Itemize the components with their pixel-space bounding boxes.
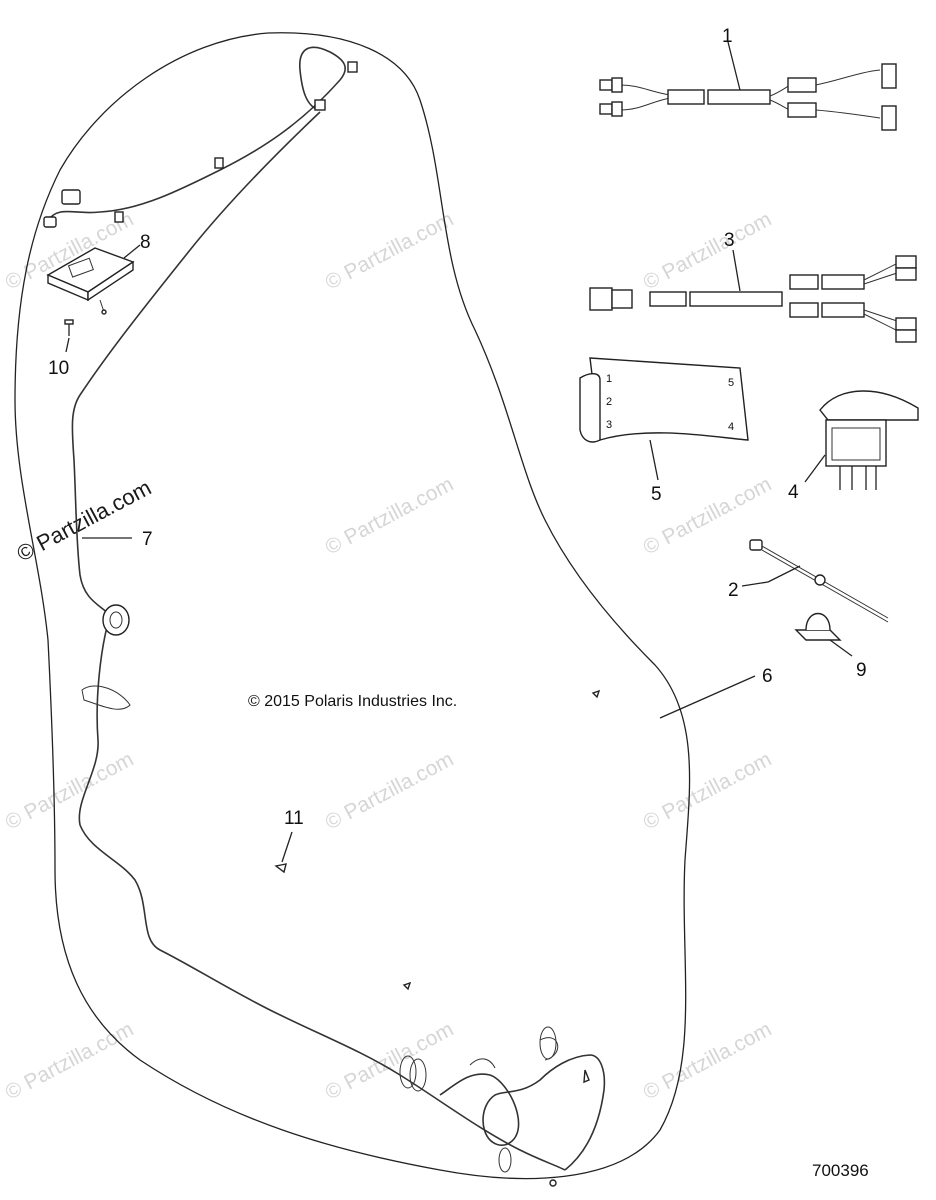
callout-5: 5: [651, 484, 662, 505]
callout-2: 2: [728, 580, 739, 601]
jumper-harness-part-1: [599, 41, 897, 131]
callout-7: 7: [142, 529, 153, 550]
watermark: © Partzilla.com: [322, 208, 458, 295]
watermark: © Partzilla.com: [322, 1018, 458, 1105]
callout-9: 9: [856, 660, 867, 681]
wire-harness-part-7: [43, 46, 606, 1187]
switch-label-4: 4: [728, 421, 734, 433]
rocker-switch-part-4: [804, 390, 919, 490]
callout-3: 3: [724, 230, 735, 251]
watermark: © Partzilla.com: [640, 1018, 776, 1105]
module-part-8: [46, 247, 135, 315]
callout-10: 10: [48, 358, 69, 379]
leader-2b: [741, 581, 769, 587]
screw-part-10: [64, 319, 74, 353]
switch-pack-part-5: 1 2 3 5 4: [579, 357, 749, 481]
switch-label-5: 5: [728, 377, 734, 389]
copyright-notice: © 2015 Polaris Industries Inc.: [248, 693, 457, 710]
diagram-number: 700396: [812, 1161, 869, 1180]
leader-8: [123, 244, 141, 259]
callout-6: 6: [762, 666, 773, 687]
callout-1: 1: [722, 26, 733, 47]
callout-4: 4: [788, 482, 799, 503]
callout-8: 8: [140, 232, 151, 253]
callout-11: 11: [284, 808, 304, 829]
watermark: © Partzilla.com: [322, 748, 458, 835]
clip-part-9: [794, 613, 853, 657]
watermark: © Partzilla.com: [2, 1018, 138, 1105]
watermark: © Partzilla.com: [322, 473, 458, 560]
cable-tie-part-2: [749, 539, 889, 623]
switch-label-3: 3: [606, 419, 612, 431]
watermark: © Partzilla.com: [640, 748, 776, 835]
watermark: © Partzilla.com: [640, 208, 776, 295]
switch-label-1: 1: [606, 373, 612, 385]
watermark: © Partzilla.com: [2, 748, 138, 835]
cab-outline-part-6: [14, 32, 691, 1180]
harness-part-3: [589, 249, 917, 343]
leader-6: [659, 675, 756, 719]
clip-part-11: [274, 689, 601, 991]
switch-label-2: 2: [606, 396, 612, 408]
